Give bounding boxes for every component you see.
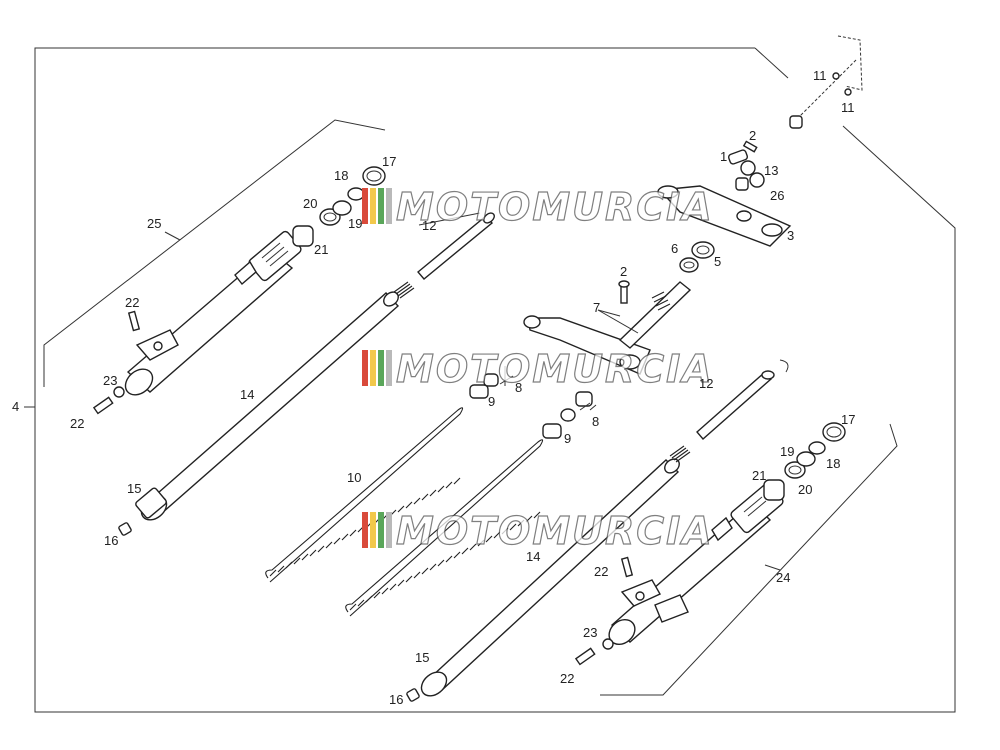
fork-spring-left	[265, 407, 464, 583]
right-bolts	[406, 556, 634, 702]
left-bolts	[92, 310, 141, 536]
left-seal-set	[292, 166, 386, 247]
label-26: 26	[770, 188, 784, 203]
label-14-left: 14	[240, 387, 254, 402]
label-14-right: 14	[526, 549, 540, 564]
leader-lines	[418, 212, 639, 411]
label-24: 24	[776, 570, 790, 585]
label-21-right: 21	[752, 468, 766, 483]
label-18-left: 18	[334, 168, 348, 183]
label-11-bottom: 11	[841, 100, 855, 115]
bracket-24-tick	[764, 564, 781, 571]
watermark-bottom: MOTOMURCIA	[362, 508, 714, 554]
label-21-left: 21	[314, 242, 328, 257]
label-17-left: 17	[382, 154, 396, 169]
label-22-lower-left: 22	[70, 416, 84, 431]
label-22-upper-right: 22	[594, 564, 608, 579]
right-small-spring	[669, 445, 691, 463]
label-18-right: 18	[826, 456, 840, 471]
left-stanchion-tube	[135, 291, 400, 521]
bracket-25	[43, 119, 386, 387]
label-8-right: 8	[592, 414, 599, 429]
bracket-24	[600, 423, 898, 696]
label-10: 10	[347, 470, 361, 485]
label-16-right: 16	[389, 692, 403, 707]
top-yoke	[657, 140, 792, 247]
label-13: 13	[764, 163, 778, 178]
label-5: 5	[714, 254, 721, 269]
label-4: 4	[12, 399, 19, 414]
right-damper-rod	[696, 359, 789, 440]
label-8-left: 8	[515, 380, 522, 395]
label-7: 7	[593, 300, 600, 315]
steering-bearings	[679, 241, 715, 273]
left-small-spring	[393, 281, 415, 299]
label-12-right: 12	[699, 376, 713, 391]
bottom-yoke	[523, 280, 692, 375]
svg-text:MOTOMURCIA: MOTOMURCIA	[396, 185, 714, 229]
label-20-left: 20	[303, 196, 317, 211]
cable-clamp	[789, 35, 863, 129]
watermark-top: MOTOMURCIA	[362, 184, 714, 230]
label-6: 6	[671, 241, 678, 256]
svg-text:MOTOMURCIA: MOTOMURCIA	[396, 347, 714, 391]
label-1: 1	[720, 149, 727, 164]
right-seal-set	[763, 422, 846, 501]
assembly-frame	[34, 47, 956, 713]
fork-spring-right	[345, 439, 544, 617]
label-15-right: 15	[415, 650, 429, 665]
bracket-25-tick	[164, 231, 181, 241]
label-22-lower-right: 22	[560, 671, 574, 686]
label-3: 3	[787, 228, 794, 243]
part-number-labels: 1 2 2 3 4 5 6 7 8 8 9 9 10 11 11 12 12 1…	[12, 68, 855, 707]
label-15-left: 15	[127, 481, 141, 496]
right-fork-slider	[608, 482, 784, 646]
label-19-left: 19	[348, 216, 362, 231]
label-17-right: 17	[841, 412, 855, 427]
label-25: 25	[147, 216, 161, 231]
label-23-left: 23	[103, 373, 117, 388]
label-20-right: 20	[798, 482, 812, 497]
label-11-top: 11	[813, 68, 827, 83]
centre-bushings	[469, 373, 593, 439]
svg-text:MOTOMURCIA: MOTOMURCIA	[396, 509, 714, 553]
left-fork-slider	[124, 230, 302, 396]
label-2-stem: 2	[620, 264, 627, 279]
frame-break-line	[754, 47, 789, 79]
label-12-left: 12	[422, 218, 436, 233]
left-damper-rod	[417, 212, 495, 280]
label-2-top: 2	[749, 128, 756, 143]
watermark-middle: MOTOMURCIA	[362, 346, 714, 392]
label-9-right: 9	[564, 431, 571, 446]
label-9-left: 9	[488, 394, 495, 409]
label-19-right: 19	[780, 444, 794, 459]
label-23-right: 23	[583, 625, 597, 640]
label-22-upper-left: 22	[125, 295, 139, 310]
right-stanchion-tube	[420, 458, 680, 697]
label-16-left: 16	[104, 533, 118, 548]
